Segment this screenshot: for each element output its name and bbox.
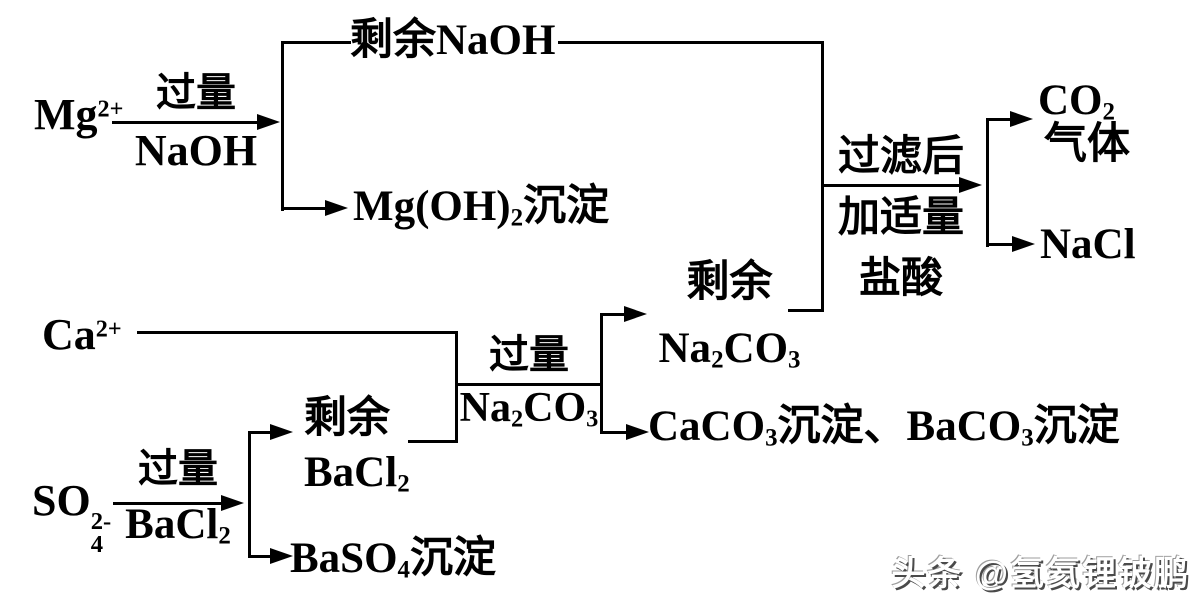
line-right-arrow — [821, 184, 961, 187]
bacl2-remaining-line1: 剩余 — [304, 395, 390, 442]
bacl2-remaining-base: BaCl — [304, 449, 398, 496]
line-naoh-remaining-to-collector — [558, 41, 824, 44]
bacl2-sub: 2 — [218, 522, 231, 550]
line-so4-arrow — [113, 502, 223, 505]
baso4-formula: BaSO — [290, 535, 398, 582]
baso4-suffix: 沉淀 — [410, 535, 497, 582]
label-hcl-step: 过滤后 加适量 盐酸 — [828, 127, 974, 310]
line-to-carbonates — [600, 431, 628, 434]
arrowhead-baso4 — [270, 548, 293, 564]
bracket-mid-collector — [455, 331, 458, 443]
caco3-subscript: 3 — [765, 424, 778, 452]
carbonates-suffix: 沉淀 — [1033, 403, 1120, 450]
node-bacl2-remaining: 剩余 BaCl2 — [304, 392, 410, 500]
node-naoh-remaining: 剩余NaOH — [350, 17, 556, 64]
arrowhead-nacl — [1012, 236, 1035, 252]
line-mid — [455, 383, 603, 386]
bracket-mid-branch — [600, 313, 603, 434]
na2co3-remaining-line2: Na2CO3 — [652, 316, 807, 382]
line-mg-arrow — [112, 121, 260, 124]
arrowhead-mg-arrow — [257, 114, 280, 130]
line-to-co2 — [986, 118, 1012, 121]
mg-symbol: Mg — [34, 90, 98, 139]
line-bacl2-remaining-to-collector — [408, 440, 458, 443]
node-co2-gas-label: 气体 — [1044, 121, 1130, 168]
mgoh2-suffix: 沉淀 — [523, 183, 610, 230]
ca-charge: 2+ — [95, 315, 122, 343]
co2-base: CO — [1038, 77, 1103, 124]
label-naoh-excess: 过量 — [156, 70, 236, 115]
mg-charge: 2+ — [97, 95, 124, 123]
baso4-subscript: 4 — [397, 556, 411, 584]
watermark: 头条 @氢氦锂铍鹏 — [891, 555, 1190, 593]
so4-charge: 2- — [90, 507, 112, 535]
arrowhead-mgoh2 — [325, 200, 348, 216]
so4-symbol: SO — [32, 476, 91, 525]
node-nacl: NaCl — [1040, 221, 1136, 268]
node-ca-ion: Ca2+ — [42, 310, 122, 359]
node-na2co3-remaining: 剩余 Na2CO3 — [652, 250, 807, 382]
label-bacl2-formula: BaCl2 — [103, 501, 253, 550]
line-to-baso4 — [248, 555, 272, 558]
label-na2co3-excess: 过量 — [489, 332, 569, 377]
carbonates-middle-text: 沉淀、BaCO — [777, 403, 1022, 450]
mgoh2-subscript: 2 — [510, 204, 524, 232]
line-na2co3-remaining-to-collector — [788, 309, 824, 312]
line-to-mgoh2 — [281, 207, 327, 210]
na2co3-remaining-na-sub: 2 — [711, 346, 724, 374]
na2co3-remaining-co-sub: 3 — [788, 346, 801, 374]
bracket-mg-branch — [281, 41, 284, 211]
node-co2-formula: CO2 — [1038, 77, 1115, 126]
arrowhead-right-arrow — [959, 177, 982, 193]
node-mg-ion: Mg2+ — [34, 90, 124, 139]
bacl2-base: BaCl — [125, 501, 219, 548]
line-to-na2co3-remaining — [600, 313, 626, 316]
co2-subscript: 2 — [1102, 98, 1115, 126]
arrowhead-bacl2-remaining — [270, 424, 293, 440]
bracket-right-branch — [986, 118, 989, 247]
label-na2co3-formula: Na2CO3 — [444, 385, 614, 433]
node-baso4-precipitate: BaSO4沉淀 — [290, 535, 497, 584]
na2co3-remaining-line1: 剩余 — [686, 259, 773, 306]
na2co3-co: CO — [523, 385, 587, 431]
na2co3-na: Na — [459, 385, 511, 431]
node-mgoh2-precipitate: Mg(OH)2沉淀 — [353, 183, 610, 232]
line-to-bacl2-remaining — [248, 431, 272, 434]
label-naoh-formula: NaOH — [134, 126, 258, 175]
so4-subscript: 4 — [90, 530, 104, 558]
bracket-so4-branch — [248, 431, 251, 558]
arrowhead-carbonates — [626, 424, 649, 440]
hcl-line2: 加适量 — [837, 195, 964, 241]
caco3-formula: CaCO — [648, 403, 766, 450]
bacl2-remaining-sub: 2 — [397, 470, 410, 498]
line-ca — [137, 331, 458, 334]
ca-symbol: Ca — [42, 310, 96, 359]
label-bacl2-excess: 过量 — [138, 446, 218, 491]
na2co3-na-sub: 2 — [510, 405, 524, 433]
line-to-naoh-remaining — [281, 41, 351, 44]
na2co3-remaining-co: CO — [723, 325, 789, 372]
bracket-right-collector — [821, 41, 824, 312]
na2co3-co-sub: 3 — [586, 405, 599, 433]
hcl-line1: 过滤后 — [837, 134, 964, 180]
baco3-subscript: 3 — [1021, 424, 1034, 452]
so4-charge-stack: 2-4 — [90, 507, 112, 558]
mgoh2-formula: Mg(OH) — [353, 183, 511, 230]
arrowhead-so4-arrow — [221, 495, 244, 511]
node-carbonate-precipitates: CaCO3沉淀、BaCO3沉淀 — [648, 403, 1120, 452]
na2co3-remaining-na: Na — [658, 325, 712, 372]
hcl-line3: 盐酸 — [858, 256, 943, 302]
bacl2-remaining-line2: BaCl2 — [304, 446, 410, 500]
arrowhead-co2 — [1010, 111, 1033, 127]
line-to-nacl — [986, 243, 1014, 246]
arrowhead-na2co3-remaining — [624, 306, 647, 322]
